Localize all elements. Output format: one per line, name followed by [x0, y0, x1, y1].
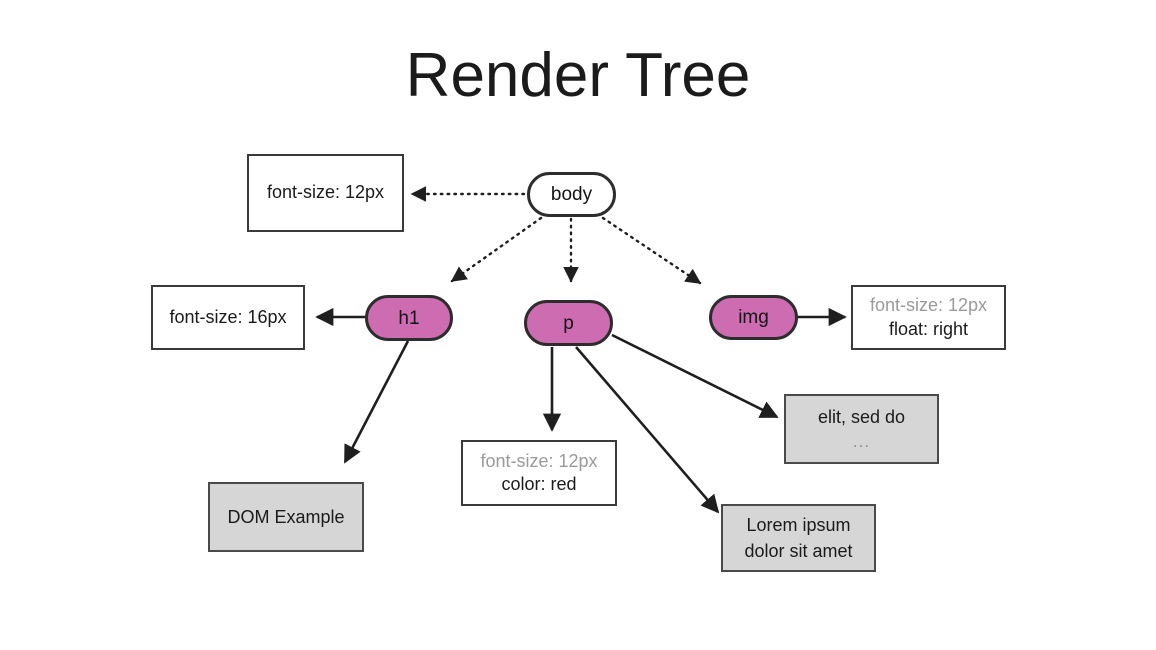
- text-box-line: dolor sit amet: [744, 541, 853, 561]
- style-box-img: font-size: 12px float: right: [851, 285, 1006, 350]
- style-rule-line: font-size: 16px: [169, 306, 287, 327]
- node-p[interactable]: p: [524, 300, 613, 346]
- text-box-ellipsis: ...: [852, 431, 871, 451]
- style-rule-line: float: right: [888, 318, 969, 339]
- page-title: Render Tree: [405, 41, 751, 110]
- style-rule-line: color: red: [501, 474, 577, 494]
- style-rule-line: font-size: 12px: [266, 182, 385, 203]
- text-box-lorem: Lorem ipsum dolor sit amet: [721, 504, 876, 572]
- edge-h1-to-dom-example: [343, 340, 410, 464]
- style-box-body: font-size: 12px: [247, 154, 404, 232]
- node-img[interactable]: img: [709, 295, 798, 340]
- style-rule-line-inherited: font-size: 12px: [869, 295, 988, 316]
- text-box-elit: elit, sed do ...: [784, 394, 939, 464]
- style-rule-line-inherited: font-size: 12px: [480, 450, 598, 471]
- edge-p-to-elit: [611, 333, 779, 419]
- node-label: img: [738, 307, 769, 328]
- text-box-dom-example: DOM Example: [208, 482, 364, 552]
- node-label: h1: [398, 307, 420, 329]
- node-body[interactable]: body: [527, 172, 616, 217]
- style-box-p: font-size: 12px color: red: [461, 440, 617, 506]
- node-h1[interactable]: h1: [365, 295, 453, 341]
- edge-body-to-img: [601, 216, 702, 285]
- text-box-line: elit, sed do: [817, 406, 906, 427]
- text-box-line: Lorem ipsum: [746, 514, 851, 535]
- style-box-h1: font-size: 16px: [151, 285, 305, 350]
- edge-body-to-h1: [450, 216, 543, 283]
- text-box-line: DOM Example: [227, 506, 345, 527]
- node-label: p: [563, 312, 574, 334]
- node-label: body: [550, 184, 593, 205]
